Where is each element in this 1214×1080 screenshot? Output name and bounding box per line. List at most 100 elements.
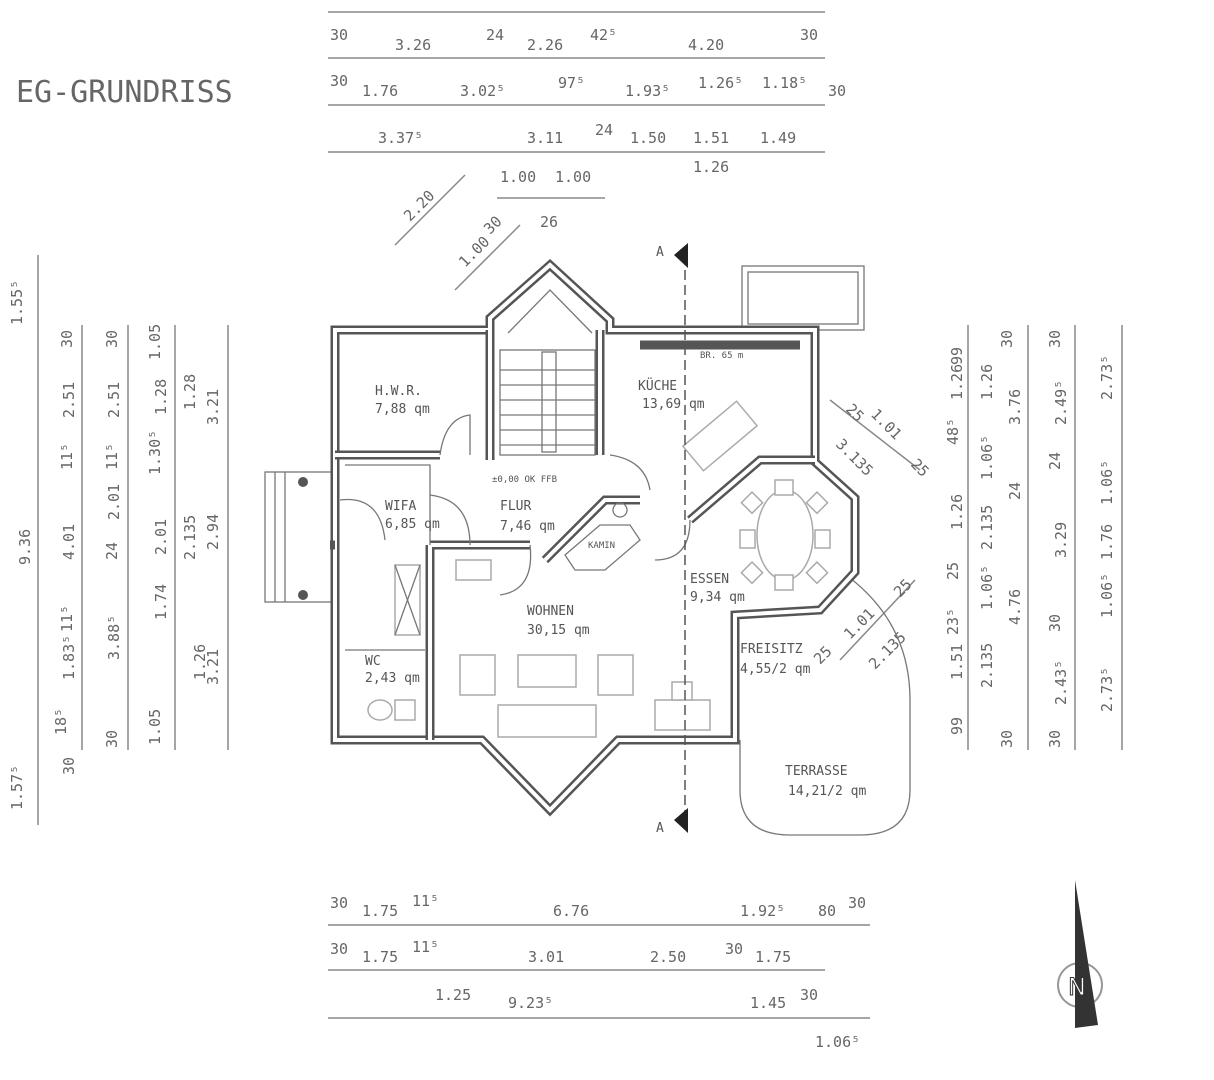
dim-label: 2.50 (650, 948, 686, 966)
plan-title: EG-GRUNDRISS (16, 75, 233, 110)
left-dimensions: 1.55⁵ 9.36 1.57⁵ 30 2.51 11⁵ 4.01 11⁵ 1.… (8, 255, 229, 825)
dim-label: 3.01 (528, 948, 564, 966)
north-label: N (1068, 973, 1086, 1001)
dim-label: 1.93⁵ (625, 82, 670, 100)
dim-label: 1.01 (840, 605, 878, 643)
dim-label: 1.06⁵ (978, 435, 996, 480)
dim-label: 1.76 (362, 82, 398, 100)
dim-label: 2.135 (181, 515, 199, 560)
terrace-outline (739, 577, 911, 836)
entrance-steps (264, 471, 336, 603)
dim-label: 6.76 (553, 902, 589, 920)
dim-label: 80 (818, 902, 836, 920)
dim-label: 30 (1046, 330, 1064, 348)
window-height-label: BR. 65 m (700, 351, 743, 361)
dim-label: 9.36 (16, 529, 34, 565)
room-essen-name: ESSEN (690, 572, 729, 587)
room-kueche-area: 13,69 qm (642, 397, 705, 412)
dim-label: 1.28 (152, 379, 170, 415)
dim-label: 25 (907, 455, 933, 481)
dim-label: 1.06⁵ (1098, 460, 1116, 505)
dim-label: 25 (810, 642, 836, 668)
dim-label: 30 (480, 212, 506, 238)
dim-label: 1.06⁵ (978, 565, 996, 610)
dim-label: 1.26 (191, 644, 209, 680)
dim-label: 2.43⁵ (1052, 660, 1070, 705)
room-wc-area: 2,43 qm (365, 671, 420, 686)
dim-label: 2.94 (204, 514, 222, 550)
dim-label: 1.00 (455, 233, 493, 271)
dim-label: 1.49 (760, 129, 796, 147)
dim-label: 1.26 (978, 364, 996, 400)
room-wohnen-area: 30,15 qm (527, 623, 590, 638)
section-marker-top: A (656, 245, 664, 260)
dim-label: 11⁵ (412, 938, 439, 956)
room-wifa-area: 6,85 qm (385, 517, 440, 532)
dim-label: 30 (103, 730, 121, 748)
dim-label: 25 (842, 400, 868, 426)
room-labels: H.W.R. 7,88 qm WIFA 6,85 qm FLUR 7,46 qm… (365, 351, 866, 799)
dim-label: 1.51 (693, 129, 729, 147)
dim-label: 4.01 (60, 524, 78, 560)
dim-label: 4.76 (1006, 589, 1024, 625)
dim-label: 2.01 (105, 484, 123, 520)
dim-label: 30 (330, 940, 348, 958)
dim-label: 1.05 (146, 709, 164, 745)
dim-label: 1.75 (755, 948, 791, 966)
room-flur-area: 7,46 qm (500, 519, 555, 534)
dim-label: 30 (330, 894, 348, 912)
level-mark: ±0,00 OK FFB (492, 475, 557, 485)
dim-label: 30 (828, 82, 846, 100)
room-wohnen-name: WOHNEN (527, 604, 574, 619)
dim-label: 1.06⁵ (815, 1033, 860, 1051)
north-arrow-icon: N (1057, 880, 1103, 1028)
dim-label: 1.75 (362, 948, 398, 966)
dim-label: 23⁵ (944, 608, 962, 635)
dim-label: 99 (948, 717, 966, 735)
dim-label: 11⁵ (58, 605, 76, 632)
dim-label: 30 (60, 757, 78, 775)
dim-label: 3.37⁵ (378, 129, 423, 147)
dim-label: 1.83⁵ (60, 635, 78, 680)
dim-label: 30 (998, 730, 1016, 748)
dim-label: 2.20 (400, 187, 438, 225)
dim-label: 1.00 (500, 168, 536, 186)
dim-label: 30 (58, 330, 76, 348)
dim-label: 30 (330, 72, 348, 90)
dim-label: 1.06⁵ (1098, 573, 1116, 618)
dim-label: 1.55⁵ (8, 280, 26, 325)
dim-label: 2.73⁵ (1098, 667, 1116, 712)
dim-label: 24 (1046, 452, 1064, 470)
furniture (367, 400, 831, 738)
right-dimensions: 99 1.26 48⁵ 1.26 25 23⁵ 1.51 99 30 1.26 … (944, 325, 1123, 750)
balcony-inner (747, 271, 859, 325)
dim-label: 1.01 (867, 405, 905, 443)
room-freisitz-name: FREISITZ (740, 642, 803, 657)
dim-label: 11⁵ (103, 443, 121, 470)
dim-label: 2.01 (152, 519, 170, 555)
dim-label: 1.76 (1098, 524, 1116, 560)
dim-label: 1.30⁵ (146, 430, 164, 475)
dim-label: 2.51 (60, 382, 78, 418)
room-flur-name: FLUR (500, 499, 531, 514)
dim-label: 30 (103, 330, 121, 348)
dim-label: 3.21 (204, 389, 222, 425)
dim-label: 2.135 (978, 643, 996, 688)
dim-label: 1.00 (555, 168, 591, 186)
dim-label: 24 (486, 26, 504, 44)
dim-label: 11⁵ (58, 443, 76, 470)
dim-label: 30 (848, 894, 866, 912)
dim-label: 1.26⁵ (698, 74, 743, 92)
dim-label: 25 (944, 562, 962, 580)
room-freisitz-area: 4,55/2 qm (740, 662, 811, 677)
staircase (499, 349, 596, 456)
dim-label: 2.51 (105, 382, 123, 418)
balcony (741, 265, 865, 331)
dim-label: 3.76 (1006, 389, 1024, 425)
dim-label: 1.57⁵ (8, 765, 26, 810)
dim-label: 11⁵ (412, 892, 439, 910)
dim-label: 3.29 (1052, 522, 1070, 558)
kamin-label: KAMIN (588, 541, 615, 551)
dim-label: 24 (1006, 482, 1024, 500)
